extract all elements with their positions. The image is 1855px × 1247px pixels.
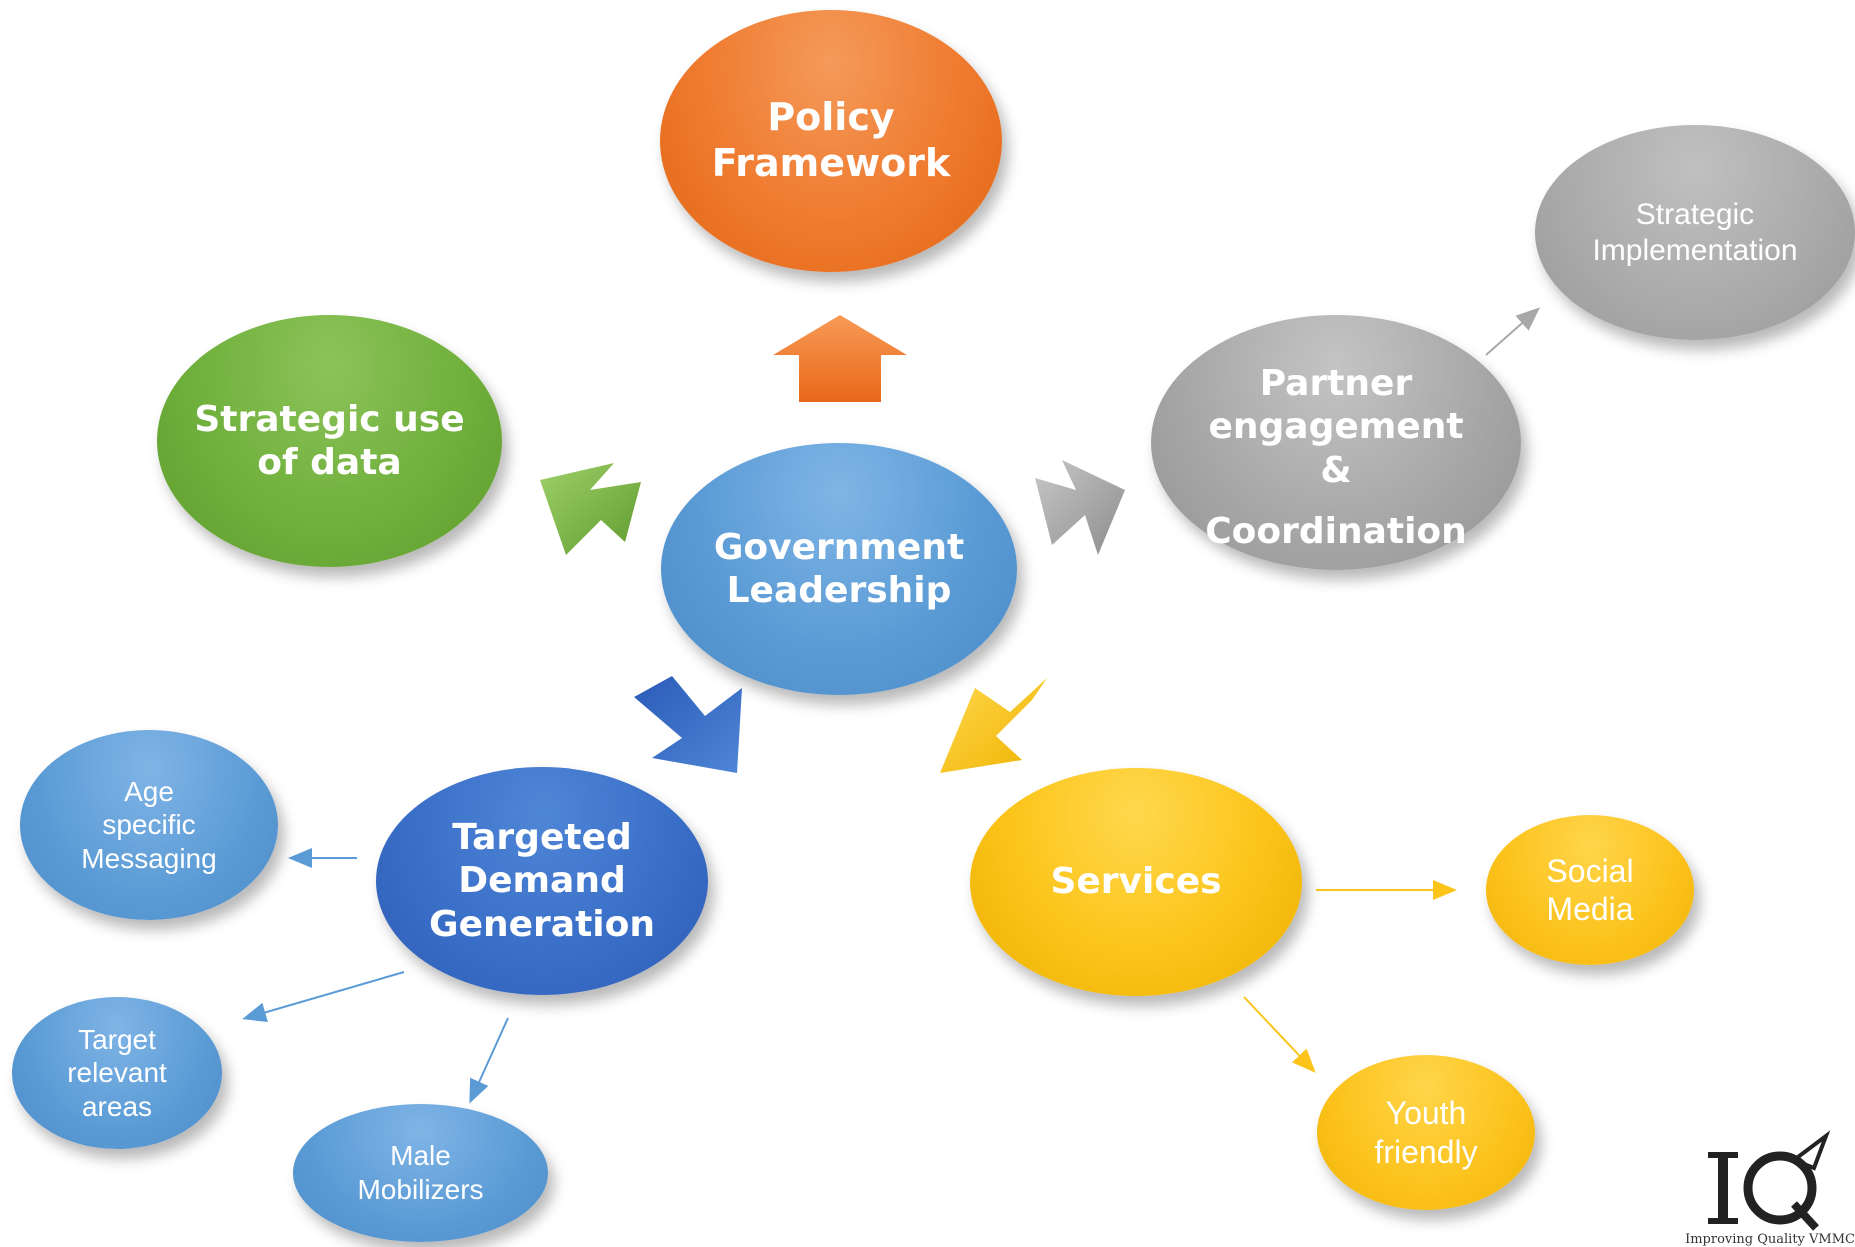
targeted-demand-generation-node: Targeted Demand Generation [376, 767, 708, 995]
target-areas-label-3: areas [81, 1090, 153, 1122]
strategic-use-of-data-node: Strategic use of data [157, 315, 502, 567]
youth-label-1: Youth [1385, 1095, 1467, 1132]
partner-engagement-node: Partner engagement & Coordination [1151, 315, 1521, 570]
age-msg-label-1: Age [124, 775, 174, 807]
demand-label-2: Demand [458, 860, 626, 902]
services-node: Services [970, 768, 1302, 996]
arrow-to-services [940, 678, 1047, 773]
arrow-to-male-mobilizers [469, 1017, 509, 1104]
arrow-to-policy [773, 315, 907, 402]
arrow-to-demand [634, 676, 742, 773]
strategic-impl-label-1: Strategic [1635, 198, 1755, 231]
logo-tagline: Improving Quality VMMC [1685, 1232, 1855, 1247]
demand-label-3: Generation [429, 903, 655, 945]
age-msg-label-3: Messaging [81, 842, 217, 874]
target-areas-label-2: relevant [67, 1057, 167, 1089]
social-label-1: Social [1546, 852, 1634, 889]
arrow-to-partner [1035, 460, 1125, 555]
center-label-2: Leadership [726, 570, 952, 611]
age-msg-label-2: specific [102, 809, 196, 841]
arrow-to-target-areas [242, 971, 405, 1023]
youth-friendly-node: Youth friendly [1317, 1055, 1535, 1210]
social-label-2: Media [1546, 891, 1634, 927]
iq-logo [1708, 1130, 1831, 1231]
policy-label-2: Framework [711, 141, 951, 185]
target-areas-label-1: Target [78, 1023, 156, 1055]
data-use-label-2: of data [257, 442, 402, 483]
youth-label-2: friendly [1374, 1133, 1478, 1170]
services-label: Services [1050, 861, 1222, 903]
male-mob-label-1: Male [390, 1140, 451, 1172]
policy-framework-node: Policy Framework [660, 10, 1002, 272]
government-leadership-node: Government Leadership [661, 443, 1017, 695]
arrow-to-data-use [540, 463, 641, 555]
arrow-to-strategic-implementation [1485, 307, 1540, 356]
male-mob-label-2: Mobilizers [357, 1174, 484, 1205]
strategic-impl-label-2: Implementation [1592, 234, 1798, 267]
male-mobilizers-node: Male Mobilizers [293, 1104, 548, 1242]
arrow-to-youth-friendly [1243, 996, 1316, 1073]
center-label-1: Government [713, 526, 965, 568]
policy-label-1: Policy [767, 95, 895, 140]
data-use-label-1: Strategic use [194, 398, 465, 440]
partner-label-2: engagement [1208, 406, 1464, 448]
partner-label-4: Coordination [1205, 510, 1467, 552]
social-media-node: Social Media [1486, 815, 1694, 965]
demand-label-1: Targeted [452, 817, 632, 859]
strategic-implementation-node: Strategic Implementation [1535, 125, 1855, 340]
partner-label-3: & [1320, 449, 1352, 491]
age-specific-messaging-node: Age specific Messaging [20, 730, 278, 920]
partner-label-1: Partner [1259, 363, 1413, 405]
target-relevant-areas-node: Target relevant areas [12, 997, 222, 1149]
